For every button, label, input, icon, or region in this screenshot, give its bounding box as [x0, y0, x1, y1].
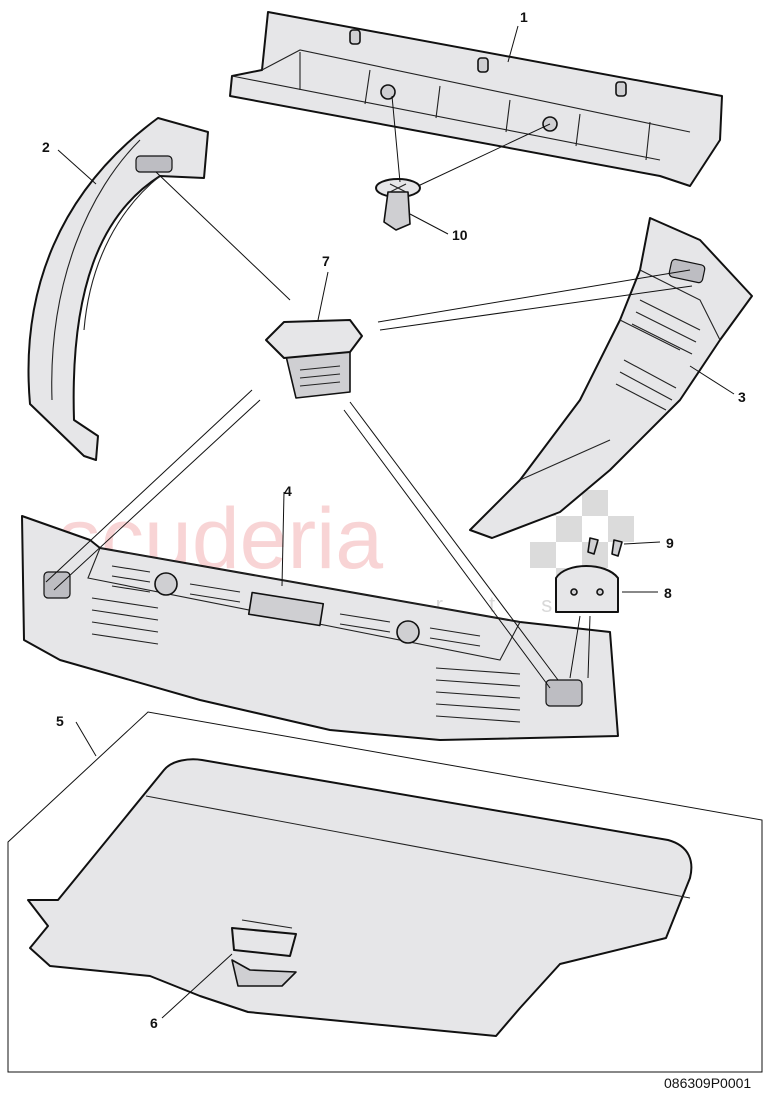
part-1-upper-trim: [229, 11, 723, 187]
leader-lines: [45, 25, 735, 1019]
callout-8: 8: [664, 585, 672, 601]
part-5-floor-covering: [7, 711, 763, 1073]
part-8-cover: [555, 565, 619, 613]
callout-4: 4: [284, 483, 292, 499]
part-2-left-arch-trim: [27, 117, 209, 461]
part-4-rear-trim: [21, 515, 619, 741]
callout-6: 6: [150, 1015, 158, 1031]
callout-labels: 1 2 3 4 5 6 7 8 9 10: [42, 9, 746, 1031]
callout-10: 10: [452, 227, 468, 243]
callout-5: 5: [56, 713, 64, 729]
callout-2: 2: [42, 139, 50, 155]
callout-7: 7: [322, 253, 330, 269]
part-10-clip: [375, 178, 421, 231]
part-7-cap: [265, 319, 363, 399]
callout-1: 1: [520, 9, 528, 25]
callout-9: 9: [666, 535, 674, 551]
callout-3: 3: [738, 389, 746, 405]
part-3-right-pillar-trim: [469, 217, 753, 539]
drawing-code: 086309P0001: [664, 1075, 751, 1091]
part-9-screws: [587, 537, 623, 557]
